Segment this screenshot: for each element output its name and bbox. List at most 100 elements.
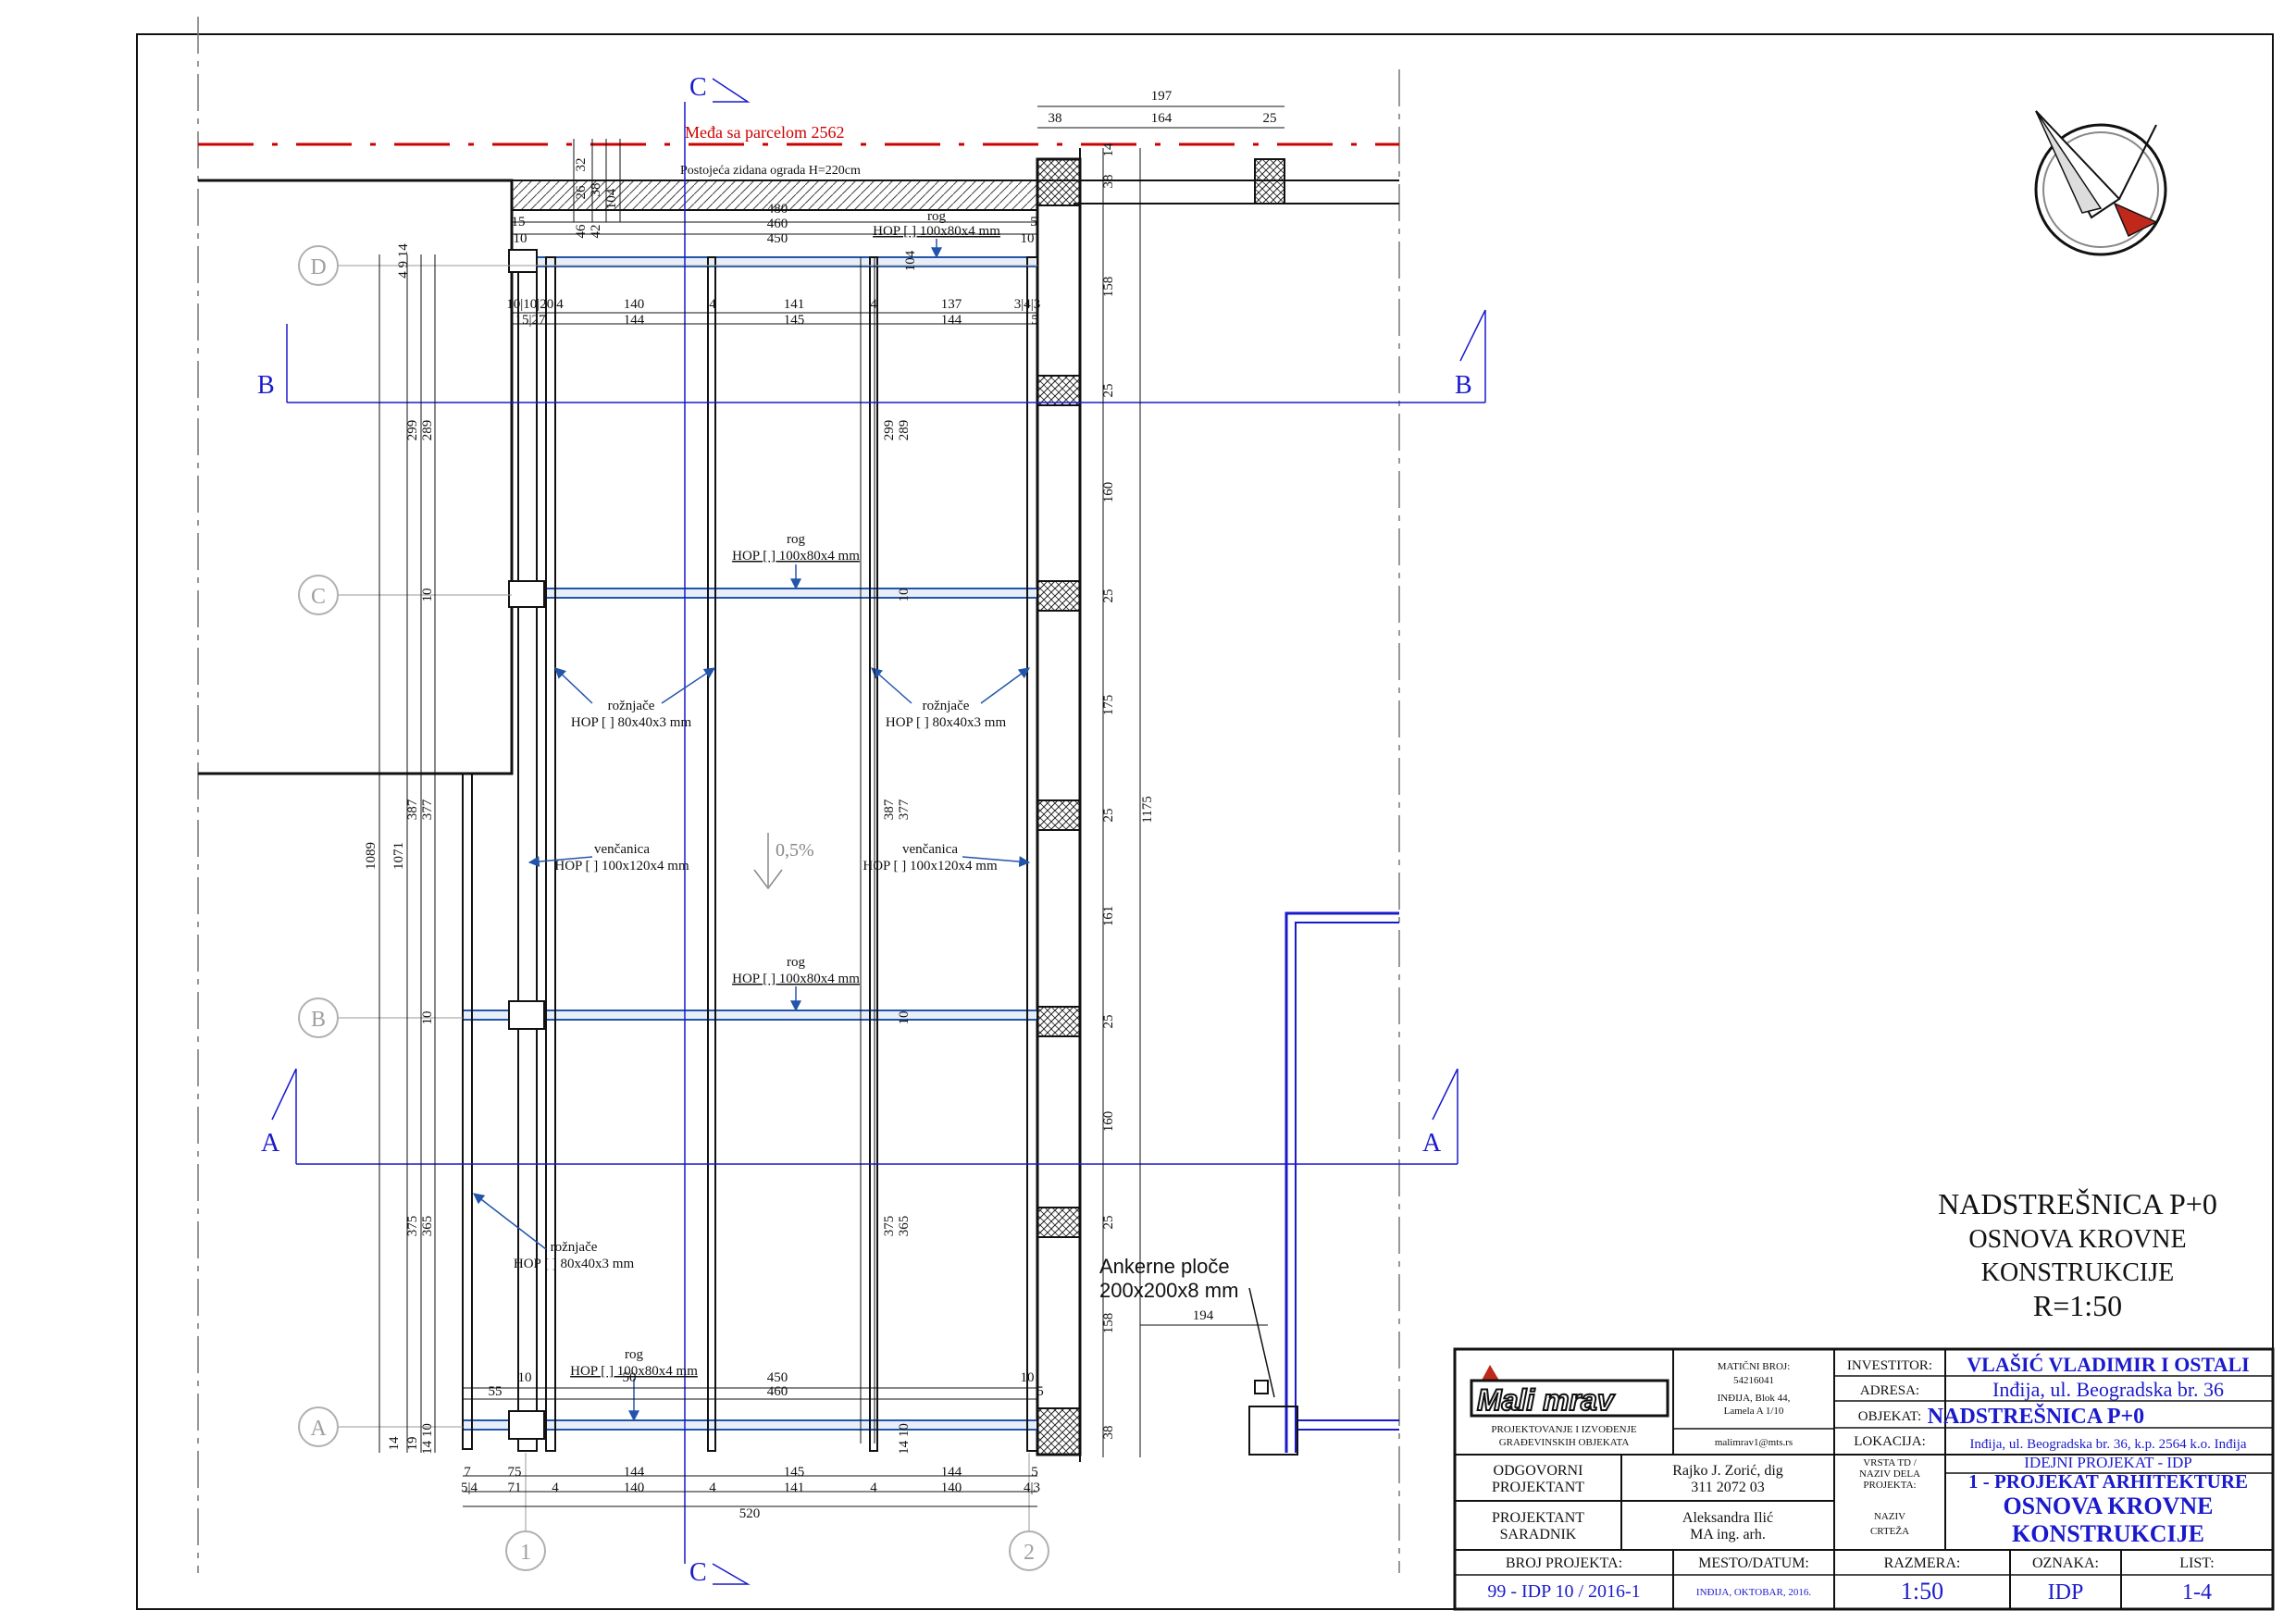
row-axis-bubbles: D C B A: [298, 245, 339, 1447]
svg-text:4|3: 4|3: [1024, 1481, 1040, 1495]
svg-text:450: 450: [767, 231, 788, 246]
svg-text:Inđija, ul. Beogradska br. 36,: Inđija, ul. Beogradska br. 36, k.p. 2564…: [1969, 1437, 2246, 1452]
svg-text:55: 55: [489, 1384, 503, 1399]
svg-text:104: 104: [903, 250, 918, 271]
svg-text:1-4: 1-4: [2182, 1580, 2212, 1604]
svg-text:5: 5: [1036, 1384, 1044, 1399]
svg-text:289: 289: [897, 420, 912, 441]
axis-label-b: B: [311, 1008, 326, 1032]
slope-indicator: [753, 833, 783, 890]
svg-text:10|10|20|4: 10|10|20|4: [506, 297, 564, 312]
svg-text:5: 5: [1030, 215, 1037, 229]
svg-text:14 10: 14 10: [897, 1423, 912, 1455]
svg-text:161: 161: [1101, 906, 1116, 927]
wall-piers: [1036, 158, 1285, 1456]
section-lines: [271, 78, 1486, 1585]
purlins-and-beams: [462, 256, 1038, 1452]
existing-building-outline: [198, 179, 514, 775]
callout-vencanica-2-title: venčanica: [902, 842, 958, 857]
svg-text:1071: 1071: [391, 842, 406, 870]
svg-text:377: 377: [420, 799, 435, 820]
boundary-label: Međa sa parcelom 2562: [685, 123, 844, 142]
svg-text:42: 42: [589, 225, 603, 239]
svg-text:4: 4: [870, 297, 877, 312]
dimension-texts: 197 38 164 25 480 460 450 15 10 5 10 10|…: [461, 89, 1277, 1521]
svg-text:PROJEKTANT: PROJEKTANT: [1492, 1510, 1584, 1526]
callout-rog-2-spec: HOP [ ] 100x80x4 mm: [732, 549, 860, 564]
svg-text:25: 25: [1101, 589, 1116, 603]
svg-text:144: 144: [941, 313, 962, 328]
svg-text:10: 10: [420, 1011, 435, 1025]
svg-text:5|4: 5|4: [461, 1481, 478, 1495]
svg-text:10: 10: [897, 1011, 912, 1025]
svg-text:365: 365: [420, 1216, 435, 1237]
svg-text:4: 4: [709, 1481, 716, 1495]
drawing-title: NADSTREŠNICA P+0 OSNOVA KROVNE KONSTRUKC…: [1938, 1187, 2217, 1322]
svg-text:Aleksandra Ilić: Aleksandra Ilić: [1682, 1510, 1773, 1526]
axis-label-a: A: [310, 1417, 327, 1441]
svg-text:10: 10: [518, 1370, 532, 1385]
svg-text:1175: 1175: [1140, 796, 1155, 823]
callout-roznjace-1-title: rožnjače: [608, 699, 655, 713]
svg-text:26: 26: [574, 185, 589, 200]
svg-text:25: 25: [1101, 1015, 1116, 1029]
svg-text:25: 25: [1101, 1216, 1116, 1230]
svg-text:LIST:: LIST:: [2179, 1555, 2214, 1571]
section-a-left: A: [261, 1129, 280, 1158]
svg-text:365: 365: [897, 1216, 912, 1237]
svg-text:460: 460: [767, 217, 788, 231]
svg-text:158: 158: [1101, 277, 1116, 298]
svg-text:PROJEKTA:: PROJEKTA:: [1863, 1480, 1916, 1491]
svg-text:ODGOVORNI: ODGOVORNI: [1494, 1463, 1583, 1479]
sheet-frame: [136, 33, 2274, 1610]
svg-text:5: 5: [1031, 1465, 1038, 1480]
svg-text:KONSTRUKCIJE: KONSTRUKCIJE: [2012, 1520, 2204, 1547]
svg-text:104: 104: [604, 188, 619, 209]
svg-text:46: 46: [574, 224, 589, 239]
svg-text:387: 387: [882, 799, 897, 820]
svg-text:158: 158: [1101, 1313, 1116, 1334]
svg-text:NADSTREŠNICA P+0: NADSTREŠNICA P+0: [1928, 1404, 2144, 1429]
section-b-left: B: [257, 371, 275, 400]
svg-text:140: 140: [624, 297, 645, 312]
callout-rog-1-spec: HOP [ ] 100x80x4 mm: [873, 224, 1000, 239]
svg-text:OBJEKAT:: OBJEKAT:: [1858, 1409, 1921, 1424]
north-arrow-icon: [2034, 110, 2167, 256]
svg-text:10: 10: [1021, 1370, 1035, 1385]
svg-text:38: 38: [1101, 1426, 1116, 1440]
company-logo: Mali mrav PROJEKTOVANJE I IZVOĐENJE GRAĐ…: [1470, 1365, 1669, 1448]
callout-vencanica-1-spec: HOP [ ] 100x120x4 mm: [554, 859, 689, 873]
svg-text:38: 38: [1101, 175, 1116, 189]
svg-text:malimrav1@mts.rs: malimrav1@mts.rs: [1715, 1437, 1793, 1448]
svg-text:PROJEKTOVANJE I IZVOĐENJE: PROJEKTOVANJE I IZVOĐENJE: [1491, 1424, 1637, 1435]
svg-text:14 10: 14 10: [420, 1423, 435, 1455]
svg-text:377: 377: [897, 799, 912, 820]
svg-text:4: 4: [552, 1481, 559, 1495]
svg-text:160: 160: [1101, 1111, 1116, 1133]
existing-wall: [511, 180, 1038, 211]
svg-text:KONSTRUKCIJE: KONSTRUKCIJE: [1981, 1258, 2174, 1287]
svg-text:RAZMERA:: RAZMERA:: [1884, 1555, 1961, 1571]
svg-text:MA ing. arh.: MA ing. arh.: [1690, 1527, 1766, 1542]
svg-text:OZNAKA:: OZNAKA:: [2032, 1555, 2099, 1571]
svg-text:3|4|3: 3|4|3: [1014, 297, 1041, 312]
svg-text:VLAŠIĆ VLADIMIR I OSTALI: VLAŠIĆ VLADIMIR I OSTALI: [1967, 1353, 2249, 1376]
svg-text:145: 145: [784, 313, 805, 328]
svg-text:289: 289: [420, 420, 435, 441]
svg-text:38: 38: [589, 183, 603, 197]
svg-text:71: 71: [508, 1481, 522, 1495]
svg-text:GRAĐEVINSKIH OBJEKATA: GRAĐEVINSKIH OBJEKATA: [1499, 1437, 1630, 1448]
svg-text:32: 32: [574, 158, 589, 172]
svg-text:25: 25: [1101, 384, 1116, 398]
axis-grid: [338, 265, 1037, 1531]
svg-text:144: 144: [624, 313, 645, 328]
callout-roznjace-2-title: rožnjače: [923, 699, 970, 713]
svg-text:54216041: 54216041: [1733, 1375, 1774, 1386]
svg-text:4: 4: [709, 297, 716, 312]
slope-label: 0,5%: [776, 840, 814, 861]
svg-text:197: 197: [1151, 89, 1173, 104]
section-a-right: A: [1422, 1129, 1442, 1158]
svg-text:IDEJNI PROJEKAT - IDP: IDEJNI PROJEKAT - IDP: [2024, 1454, 2192, 1471]
callout-rog-3-title: rog: [787, 955, 805, 970]
